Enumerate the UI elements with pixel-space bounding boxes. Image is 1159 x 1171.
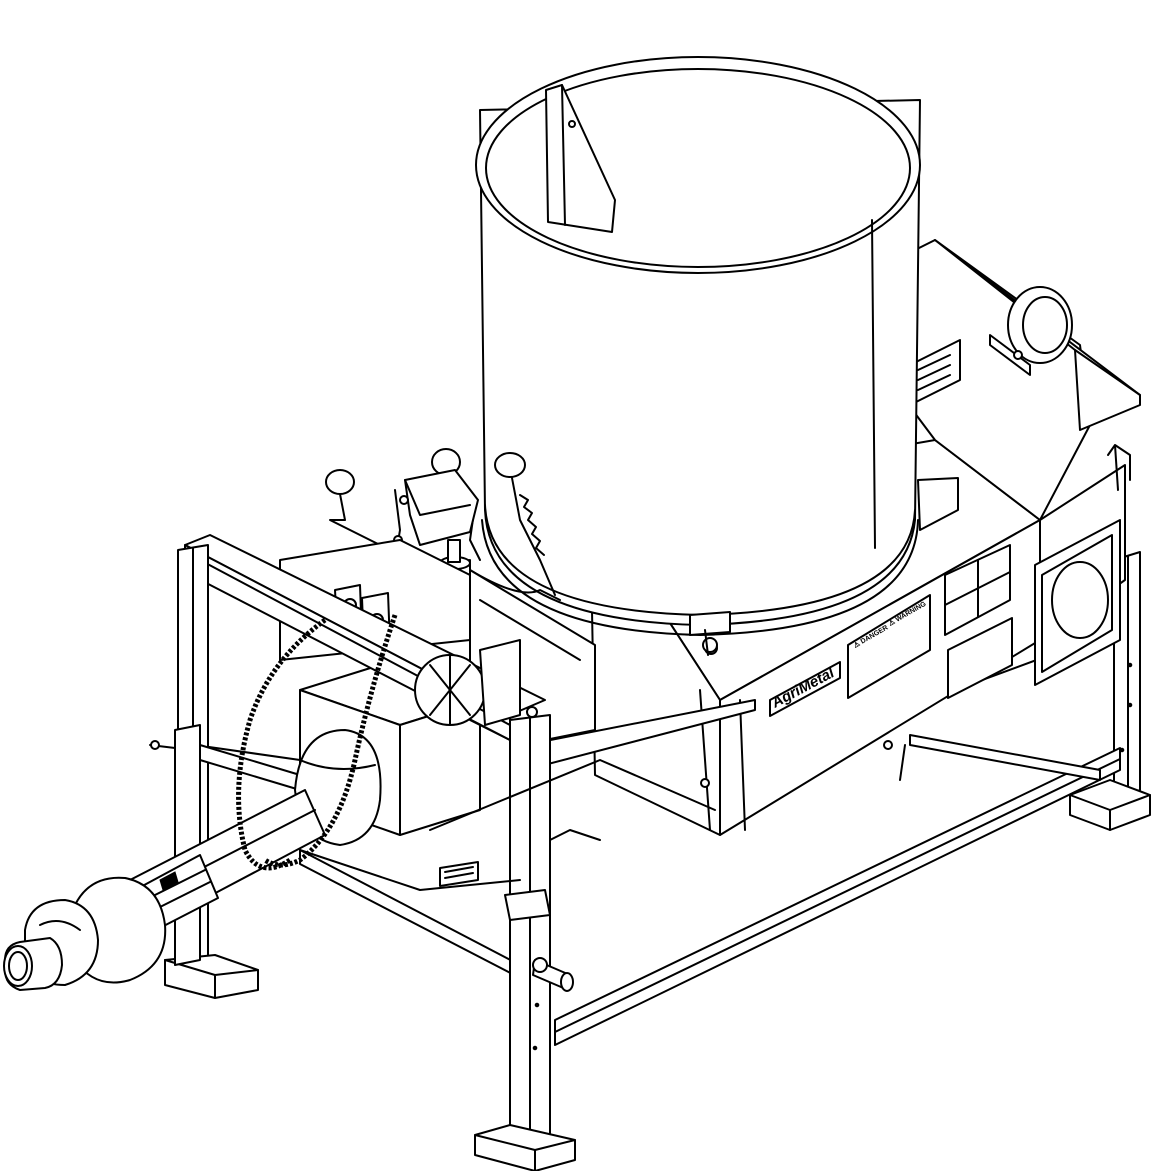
hopper bbox=[475, 56, 959, 656]
pto-drive-shaft bbox=[3, 729, 382, 991]
inner-fan bbox=[414, 639, 538, 726]
safety-chains bbox=[236, 614, 398, 871]
